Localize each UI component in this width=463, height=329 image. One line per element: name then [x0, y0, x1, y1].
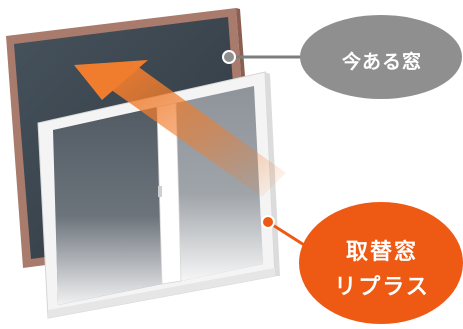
arrow-head [74, 60, 148, 100]
replacement-window-callout [261, 202, 463, 324]
replacement-window-label: 取替窓 [345, 240, 418, 265]
replacement-callout-bubble [299, 202, 463, 324]
replacement-arrow [74, 60, 286, 197]
left-pane-highlight [53, 107, 162, 305]
current-window-callout [222, 15, 462, 99]
current-window-label: 今ある窓 [341, 51, 422, 73]
bottom-sill [48, 268, 275, 318]
replacement-callout-dot [261, 215, 275, 229]
current-callout-bubble [300, 15, 462, 99]
sash-lock [158, 186, 162, 197]
replacement-product-label: リプラス [334, 275, 430, 300]
arrow-shaft [103, 63, 286, 197]
current-callout-dot [222, 50, 236, 64]
